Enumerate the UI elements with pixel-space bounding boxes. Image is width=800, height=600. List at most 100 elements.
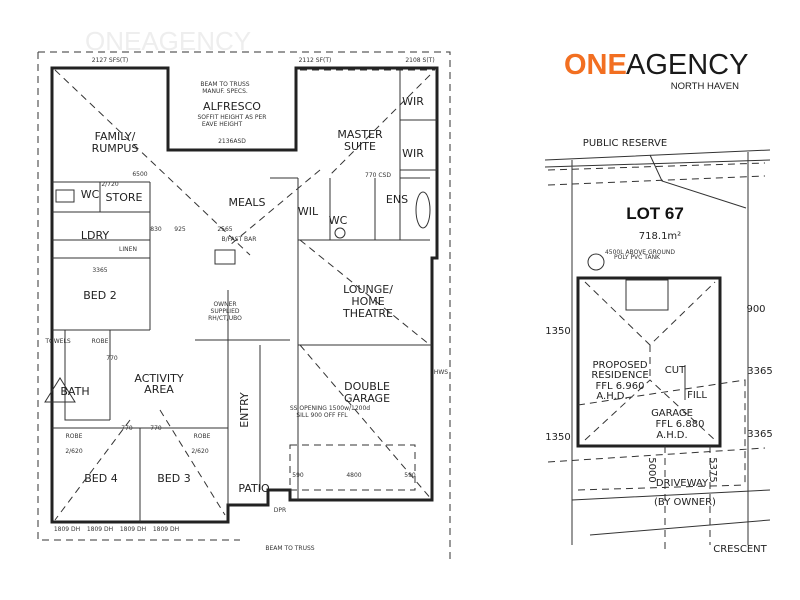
dimension-label: 5375 [707,457,718,482]
room-label-family: FAMILY/ [95,130,136,143]
dimension-label: 2108 S(T) [405,57,434,64]
window-note: SILL 900 OFF FFL [296,412,348,419]
room-label-master: MASTER [337,128,383,141]
robe-label: ROBE [194,433,211,440]
garage-ffl: FFL 6.880 [656,419,705,430]
dimension-label: 1350 [545,326,570,337]
dimension-label: 3365 [92,267,107,274]
dimension-label: 2/620 [65,448,82,455]
driveway-label: DRIVEWAY [656,478,709,489]
robe-label: ROBE [66,433,83,440]
room-label-store: STORE [106,191,143,204]
logo-branch: NORTH HAVEN [671,81,739,92]
one-agency-logo: ONE AGENCY NORTH HAVEN [564,49,748,92]
room-label-meals: MEALS [228,196,265,209]
robe-label: ROBE [92,338,109,345]
bathtub-icon [415,191,431,229]
garage-car-space [289,444,416,491]
tank-note: 4500L ABOVE GROUND [605,249,675,256]
bar-label: B/FAST BAR [222,236,257,243]
dimension-label: 2/620 [191,448,208,455]
dimension-label: 925 [174,226,186,233]
tank-note: POLY PVC TANK [614,254,661,261]
window-label: 1809 DH [120,526,146,533]
dimension-label: 590 [404,472,416,479]
dimension-label: 2565 [217,226,232,233]
beam-note: BEAM TO TRUSS [265,545,314,552]
room-label-home: HOME [351,295,384,308]
owner-note: OWNER [213,301,236,308]
site-plan: PUBLIC RESERVE LOT 67 718.1m² 4500L ABOV… [544,138,773,555]
room-label-wir: WIR [402,147,424,160]
garage-label: GARAGE [651,408,693,419]
room-label-garage: GARAGE [344,392,390,405]
dpr-label: DPR [274,507,286,514]
room-label-wir: WIR [402,95,424,108]
room-label-alfresco: ALFRESCO [203,100,261,113]
residence-label: PROPOSED [592,360,647,371]
dimension-label: 770 CSD [365,172,391,179]
toilet-icon [55,189,75,203]
dimension-label: 590 [292,472,304,479]
toilet-icon [334,227,346,239]
roof-lines [577,281,746,485]
window-label: 1809 DH [153,526,179,533]
street-boundary [571,489,771,536]
alfresco-note: SOFFIT HEIGHT AS PER [198,114,267,121]
dimension-label: 3365 [747,366,772,377]
logo-one: ONE [564,49,627,81]
beam-note: BEAM TO TRUSS [200,81,249,88]
residence-ffl: FFL 6.960 [596,381,645,392]
dimension-label: 2/720 [101,181,118,188]
cut-label: CUT [665,365,686,376]
room-label-entry: ENTRY [238,392,251,428]
room-label-ens: ENS [386,193,408,206]
linen-label: LINEN [119,246,137,253]
outer-walls [50,66,439,524]
lot-number: LOT 67 [626,204,684,223]
dimension-label: 770 [150,425,162,432]
lot-boundary [544,149,771,545]
corner-bath-icon [44,377,76,403]
dimension-label: 2112 SF(T) [299,57,332,64]
window-note: SS OPENING 1500w/1200d [290,405,370,412]
room-label-area: AREA [144,383,174,396]
structure-outline [625,279,669,311]
floor-plan: FAMILY/ RUMPUS ALFRESCO SOFFIT HEIGHT AS… [37,51,451,560]
street-label: CRESCENT [713,544,767,555]
roof-lines [54,69,435,521]
dimension-label: 3365 [747,429,772,440]
dimension-label: 770 [106,355,118,362]
room-label-rumpus: RUMPUS [92,142,139,155]
setback-line [649,154,747,209]
easement-lines [547,162,766,463]
towels-label: TOWELS [44,338,70,345]
room-label-lounge: LOUNGE/ [343,283,393,296]
room-label-ldry: LDRY [81,229,110,242]
room-label-bed2: BED 2 [83,289,116,302]
room-label-suite: SUITE [344,140,376,153]
dimension-label: 2127 SFS(T) [92,57,129,64]
owner-note: SUPPLIED [211,308,240,315]
internal-walls [52,70,437,522]
window-label: 1809 DH [54,526,80,533]
room-label-double: DOUBLE [344,380,390,393]
fill-label: FILL [687,390,707,401]
cooktop-icon [214,249,236,265]
room-label-theatre: THEATRE [342,307,393,320]
watermark: ONEAGENCY [85,26,251,56]
lot-area: 718.1m² [639,231,681,242]
water-tank-icon [587,253,605,271]
hws-label: HWS [434,369,448,376]
dimension-label: 900 [746,304,765,315]
eave-line [37,51,451,560]
dimension-label: 1350 [545,432,570,443]
dimension-label: 5000 [646,457,657,482]
room-label-bath: BATH [60,385,89,398]
room-label-bed3: BED 3 [157,472,190,485]
room-label-wil: WIL [298,205,319,218]
room-label-patio: PATIO [238,482,270,495]
dimension-label: 830 [150,226,162,233]
room-label-bed4: BED 4 [84,472,117,485]
owner-note: RH/CT/UBO [208,315,242,322]
